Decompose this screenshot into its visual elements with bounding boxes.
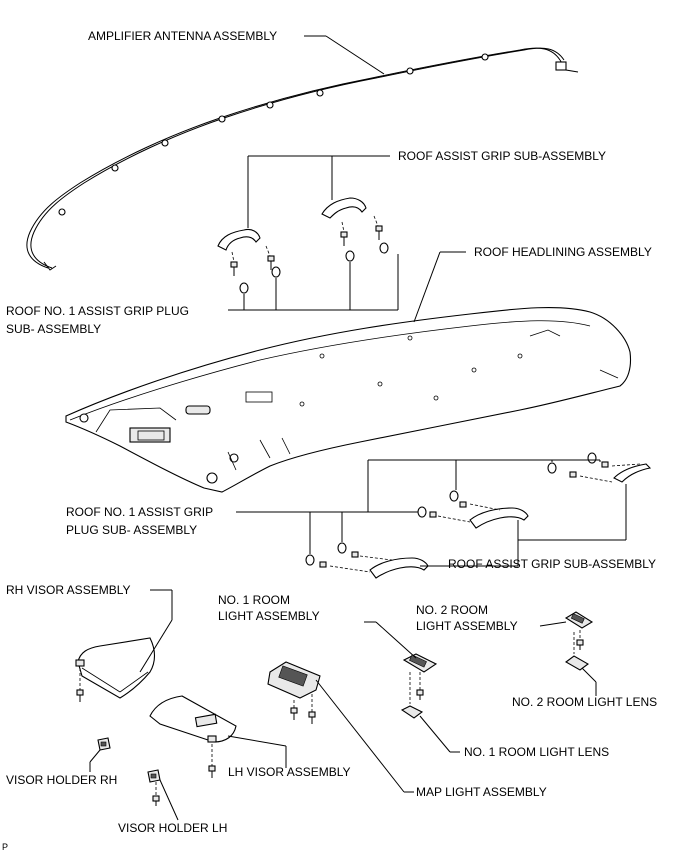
roof-assist-grip-top-label: ROOF ASSIST GRIP SUB-ASSEMBLY: [398, 149, 606, 163]
no2-room-light-label-line2: LIGHT ASSEMBLY: [416, 619, 518, 633]
visor-holder-rh-drawing: [97, 737, 111, 751]
roof-assist-grip-right-label: ROOF ASSIST GRIP SUB-ASSEMBLY: [448, 557, 656, 571]
no2-room-light-label-line1: NO. 2 ROOM: [416, 603, 488, 617]
roof-assist-grip-top-drawing: [217, 197, 389, 294]
no1-room-light-label-line1: NO. 1 ROOM: [218, 593, 290, 607]
amplifier-antenna-label: AMPLIFIER ANTENNA ASSEMBLY: [88, 29, 277, 43]
grip-plug-right-label-line1: ROOF NO. 1 ASSIST GRIP: [66, 505, 213, 519]
visor-holder-rh-label: VISOR HOLDER RH: [6, 773, 117, 787]
visor-holder-lh-label: VISOR HOLDER LH: [118, 821, 227, 835]
rh-visor-drawing: [75, 637, 156, 702]
grip-plug-left-label-line1: ROOF NO. 1 ASSIST GRIP PLUG: [6, 304, 189, 318]
map-light-label: MAP LIGHT ASSEMBLY: [416, 785, 547, 799]
no1-room-light-label-line2: LIGHT ASSEMBLY: [218, 609, 320, 623]
no2-room-light-drawing: [564, 611, 594, 671]
grip-plug-right-label-line2: PLUG SUB- ASSEMBLY: [66, 523, 197, 537]
corner-mark: P: [2, 842, 8, 852]
roof-headlining-drawing: [65, 306, 632, 493]
visor-holder-lh-drawing: [147, 769, 161, 806]
map-light-drawing: [267, 661, 321, 724]
no1-room-light-drawing: [400, 653, 438, 719]
amplifier-antenna-drawing: [26, 47, 579, 271]
lh-visor-drawing: [149, 695, 237, 778]
no2-room-light-lens-label: NO. 2 ROOM LIGHT LENS: [512, 695, 657, 709]
lh-visor-label: LH VISOR ASSEMBLY: [228, 765, 351, 779]
rh-visor-label: RH VISOR ASSEMBLY: [6, 583, 130, 597]
roof-assist-grip-right-drawing: [305, 452, 652, 579]
no1-room-light-lens-label: NO. 1 ROOM LIGHT LENS: [464, 745, 609, 759]
roof-headlining-label: ROOF HEADLINING ASSEMBLY: [474, 245, 652, 259]
grip-plug-left-label-line2: SUB- ASSEMBLY: [6, 322, 101, 336]
